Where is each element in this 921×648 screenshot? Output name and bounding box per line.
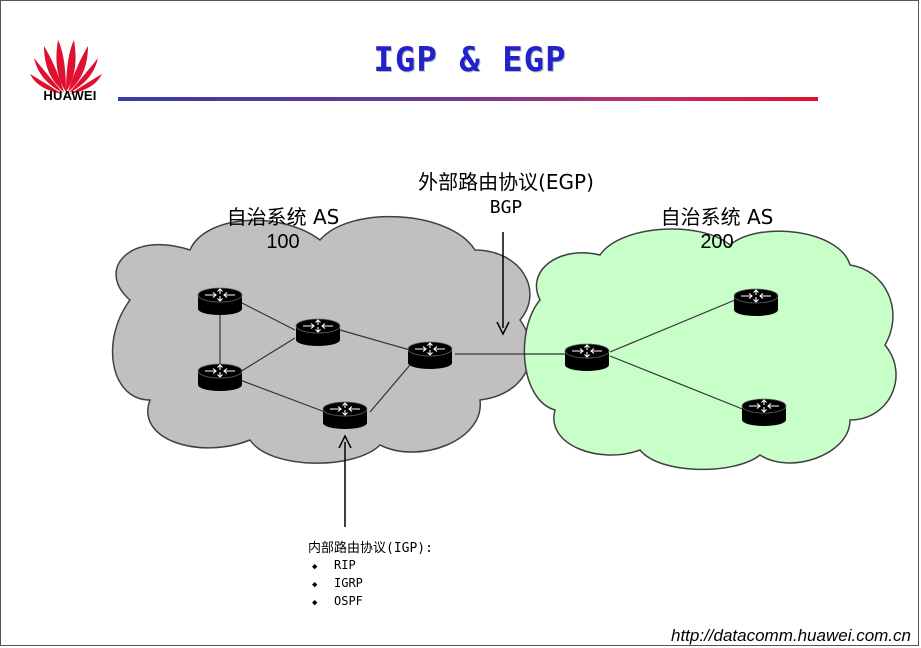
- igp-label: 内部路由协议(IGP): ◆RIP ◆IGRP ◆OSPF: [308, 541, 433, 611]
- as100-label: 自治系统 AS 100: [198, 205, 368, 255]
- igp-title: 内部路由协议(IGP):: [308, 541, 433, 556]
- huawei-logo-icon: [30, 40, 102, 94]
- bullet-icon: ◆: [312, 598, 318, 608]
- as100-name: 自治系统 AS: [226, 205, 340, 229]
- page-title: IGP & EGP: [373, 40, 567, 80]
- router-icon: [733, 288, 779, 317]
- list-item: ◆RIP: [308, 557, 433, 575]
- igp-protocol-list: ◆RIP ◆IGRP ◆OSPF: [308, 557, 433, 611]
- router-icon: [197, 287, 243, 316]
- egp-arrow-icon: [496, 232, 510, 336]
- router-icon: [564, 343, 610, 372]
- as200-cloud: [523, 228, 897, 471]
- bullet-icon: ◆: [312, 580, 318, 590]
- router-icon: [197, 363, 243, 392]
- router-icon: [322, 401, 368, 430]
- footer-url: http://datacomm.huawei.com.cn: [670, 626, 911, 645]
- as200-name: 自治系统 AS: [660, 205, 774, 229]
- list-item: ◆OSPF: [308, 593, 433, 611]
- router-icon: [407, 341, 453, 370]
- egp-title: 外部路由协议(EGP): [418, 170, 594, 194]
- igp-arrow-icon: [338, 434, 352, 527]
- as100-number: 100: [266, 231, 300, 253]
- router-icon: [741, 398, 787, 427]
- title-underline: [118, 97, 818, 101]
- network-links: [219, 299, 746, 413]
- brand-name: HUAWEI: [43, 88, 97, 103]
- router-icon: [295, 318, 341, 347]
- egp-protocol: BGP: [489, 197, 523, 218]
- bullet-icon: ◆: [312, 562, 318, 572]
- as200-label: 自治系统 AS 200: [632, 205, 802, 255]
- egp-label: 外部路由协议(EGP) BGP: [388, 170, 624, 220]
- list-item: ◆IGRP: [308, 575, 433, 593]
- as200-number: 200: [700, 231, 734, 253]
